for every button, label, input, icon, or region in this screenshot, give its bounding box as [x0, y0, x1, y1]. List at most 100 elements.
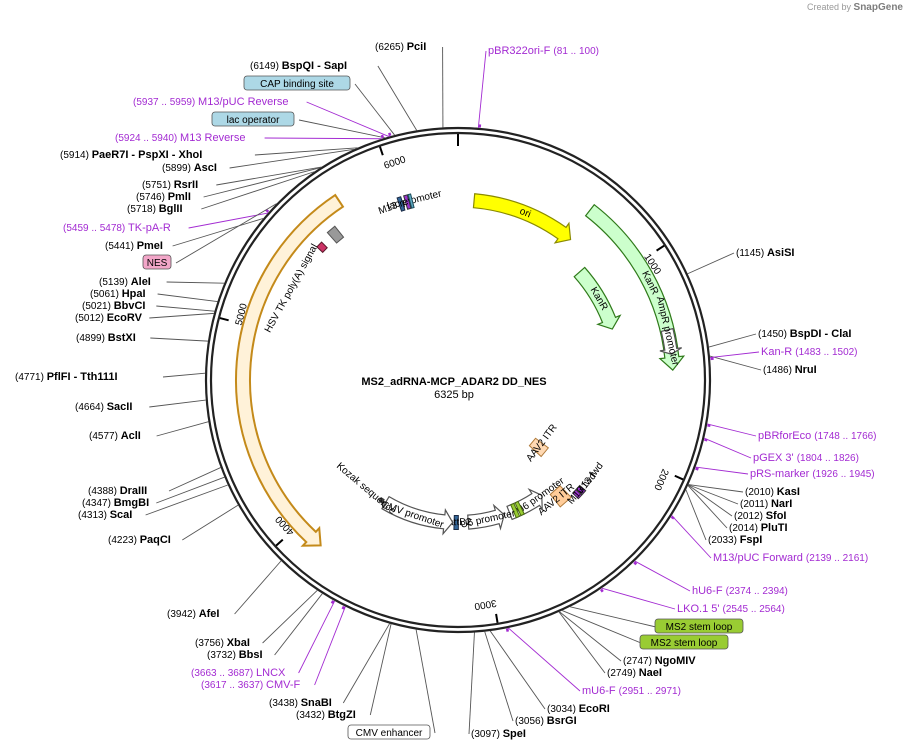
annotation-39: (2749) NaeI	[558, 611, 662, 679]
site-position: (6149)	[250, 61, 282, 72]
site-label-BsrGI: (3056) BsrGI	[515, 715, 577, 727]
feature-shape-M13-fwd-1	[575, 484, 587, 496]
site-name: PflFI - Tth111I	[47, 371, 118, 383]
primer-label-Kan-R: Kan-R (1483 .. 1502)	[761, 346, 858, 358]
primer-range: (1483 .. 1502)	[795, 347, 857, 358]
site-position: (2011)	[740, 499, 771, 510]
leader-line-13	[172, 218, 264, 247]
created-by-text: Created by	[806, 2, 852, 12]
annotation-43: LKO.1 5' (2545 .. 2564)	[599, 587, 785, 615]
leader-line-50	[688, 484, 744, 493]
leader-line-18	[149, 312, 214, 319]
leader-line-55	[709, 351, 760, 359]
site-name: NruI	[795, 364, 817, 376]
site-name: NaeI	[639, 667, 662, 679]
primer-name: CMV-F	[266, 679, 301, 691]
feature-attB2: attB2	[448, 514, 472, 531]
site-position: (5751)	[142, 180, 174, 191]
leader-line-44	[634, 560, 691, 592]
primer-name: mU6-F	[582, 685, 619, 697]
annotation-32: (3438) SnaBI	[269, 623, 391, 709]
site-position: (2014)	[729, 523, 761, 534]
site-label-BmgBI: (4347) BmgBI	[82, 497, 149, 509]
primer-label-LKO.1 5': LKO.1 5' (2545 .. 2564)	[677, 603, 785, 615]
primer-name: LNCX	[256, 667, 286, 679]
site-position: (4313)	[78, 510, 110, 521]
site-label-EcoRV: (5012) EcoRV	[75, 312, 143, 324]
leader-line-28	[262, 589, 318, 644]
primer-mark-31	[341, 605, 346, 610]
site-label-AscI: (5899) AscI	[162, 162, 217, 174]
annotation-2: (6149) BspQI - SapI	[250, 60, 418, 131]
primer-mark-44	[633, 561, 638, 566]
site-label-BbvCI: (5021) BbvCI	[82, 300, 145, 312]
primer-mark-51	[695, 467, 699, 471]
site-position: (3056)	[515, 716, 547, 727]
leader-line-29	[274, 593, 323, 656]
leader-line-56	[708, 333, 757, 348]
leader-line-36	[484, 631, 514, 722]
feature-shape-ori	[472, 193, 572, 244]
site-label-BstXI: (4899) BstXI	[76, 332, 136, 344]
primer-label-CMV-F: (3617 .. 3637) CMV-F	[201, 679, 301, 691]
site-name: EcoRV	[107, 312, 143, 324]
feature-box-42	[654, 618, 744, 634]
leader-line-46	[685, 489, 707, 541]
site-label-BbsI: (3732) BbsI	[207, 649, 263, 661]
annotation-33: (3432) BtgZI	[296, 623, 392, 721]
primer-name: pBRforEco	[758, 430, 814, 442]
plasmid-name: MS2_adRNA-MCP_ADAR2 DD_NES	[361, 376, 546, 388]
feature-shape-AAV2-ITR-2	[549, 485, 572, 508]
primer-mark-12	[265, 208, 270, 213]
site-label-PmeI: (5441) PmeI	[105, 240, 163, 252]
feature-box-label-3: CAP binding site	[260, 79, 334, 90]
feature-shape-M13-rev	[403, 194, 412, 210]
annotation-35: (3097) SpeI	[468, 632, 526, 740]
snapgene-brand: SnapGene	[853, 2, 903, 13]
leader-line-8	[229, 148, 355, 169]
leader-line-48	[687, 484, 733, 517]
site-position: (2747)	[623, 656, 655, 667]
site-name: SpeI	[503, 728, 526, 740]
site-name: BbsI	[239, 649, 263, 661]
leader-line-1	[477, 50, 487, 128]
annotation-6: (5924 .. 5940) M13 Reverse	[115, 132, 385, 144]
leader-line-49	[688, 484, 739, 505]
leader-line-9	[216, 166, 322, 186]
annotation-25: (4313) ScaI	[78, 484, 228, 521]
site-name: FspI	[740, 534, 763, 546]
site-label-AclI: (4577) AclI	[89, 430, 141, 442]
site-position: (5899)	[162, 163, 194, 174]
site-position: (1450)	[758, 329, 790, 340]
site-label-ScaI: (4313) ScaI	[78, 509, 132, 521]
annotation-44: hU6-F (2374 .. 2394)	[633, 560, 788, 597]
tick-2000	[674, 474, 684, 481]
site-label-BspDI - ClaI: (1450) BspDI - ClaI	[758, 328, 851, 340]
feature-CAP-small	[407, 193, 415, 209]
feature-shape-U6-promoter-2	[467, 503, 505, 531]
leader-line-35	[468, 632, 475, 735]
site-label-XbaI: (3756) XbaI	[195, 637, 250, 649]
site-name: AclI	[121, 430, 141, 442]
tick-label-3000: 3000	[473, 597, 497, 612]
site-name: ScaI	[110, 509, 133, 521]
feature-box-14	[142, 254, 172, 270]
primer-label-M13 Reverse: (5924 .. 5940) M13 Reverse	[115, 132, 245, 144]
primer-name: M13 Reverse	[180, 132, 245, 144]
site-position: (3438)	[269, 698, 301, 709]
leader-line-57	[687, 252, 735, 275]
leader-line-53	[707, 423, 757, 437]
primer-label-pRS-marker: pRS-marker (1926 .. 1945)	[750, 468, 875, 480]
site-label-PaqCI: (4223) PaqCI	[108, 534, 171, 546]
site-position: (1145)	[736, 248, 767, 259]
annotation-9: (5751) RsrII	[142, 166, 322, 191]
site-name: BglII	[159, 203, 183, 215]
site-label-NgoMIV: (2747) NgoMIV	[623, 655, 696, 667]
site-position: (5139)	[99, 277, 131, 288]
feature-shape-KanR-inner	[573, 266, 622, 330]
leader-line-24	[156, 476, 225, 504]
leader-line-2	[377, 65, 418, 131]
annotation-1: pBR322ori-F (81 .. 100)	[477, 45, 599, 128]
primer-label-pBR322ori-F: pBR322ori-F (81 .. 100)	[488, 45, 599, 57]
leader-line-42	[570, 606, 657, 628]
